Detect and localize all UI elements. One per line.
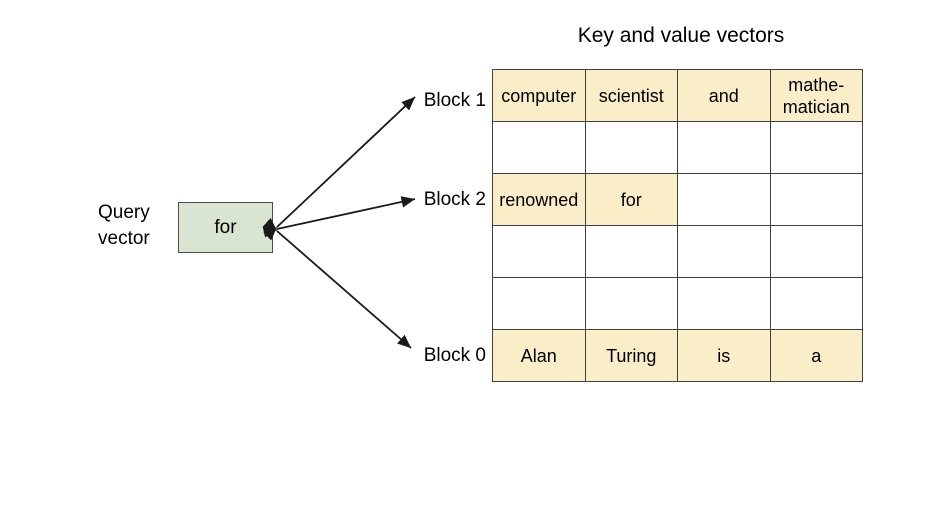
arrow-to-block-2 bbox=[262, 196, 416, 238]
arrow-to-block-1 bbox=[263, 96, 416, 241]
table-cell bbox=[492, 277, 586, 330]
block-label-0: Block 0 bbox=[423, 345, 486, 366]
table-cell: Alan bbox=[492, 329, 586, 382]
table-cell bbox=[769, 277, 863, 330]
table-cell: computer bbox=[492, 69, 586, 122]
arrow-to-block-0 bbox=[263, 217, 412, 349]
table-cell: for bbox=[584, 173, 678, 226]
table-cell bbox=[769, 121, 863, 174]
table-cell bbox=[677, 173, 771, 226]
table-cell bbox=[769, 225, 863, 278]
table-cell bbox=[584, 225, 678, 278]
table-row bbox=[492, 277, 863, 330]
table-cell: a bbox=[769, 329, 863, 382]
table-cell bbox=[769, 173, 863, 226]
block-label-2: Block 2 bbox=[423, 189, 486, 210]
block-label-1: Block 1 bbox=[423, 90, 486, 111]
table-cell: mathe-matician bbox=[769, 69, 863, 122]
table-cell bbox=[584, 277, 678, 330]
table-cell: scientist bbox=[584, 69, 678, 122]
query-vector-label-line1: Query bbox=[98, 202, 150, 223]
table-cell bbox=[677, 277, 771, 330]
diagram-title: Key and value vectors bbox=[577, 24, 785, 47]
table-cell: renowned bbox=[492, 173, 586, 226]
table-cell bbox=[677, 121, 771, 174]
table-cell: and bbox=[677, 69, 771, 122]
table-cell bbox=[492, 225, 586, 278]
query-vector-label-line2: vector bbox=[98, 228, 150, 249]
table-cell: is bbox=[677, 329, 771, 382]
table-cell bbox=[584, 121, 678, 174]
table-row bbox=[492, 225, 863, 278]
table-cell bbox=[492, 121, 586, 174]
table-row bbox=[492, 121, 863, 174]
query-vector-value: for bbox=[214, 216, 237, 238]
table-cell: Turing bbox=[584, 329, 678, 382]
table-cell bbox=[677, 225, 771, 278]
query-vector-label: Query vector bbox=[98, 200, 174, 252]
query-vector-box: for bbox=[178, 202, 273, 253]
